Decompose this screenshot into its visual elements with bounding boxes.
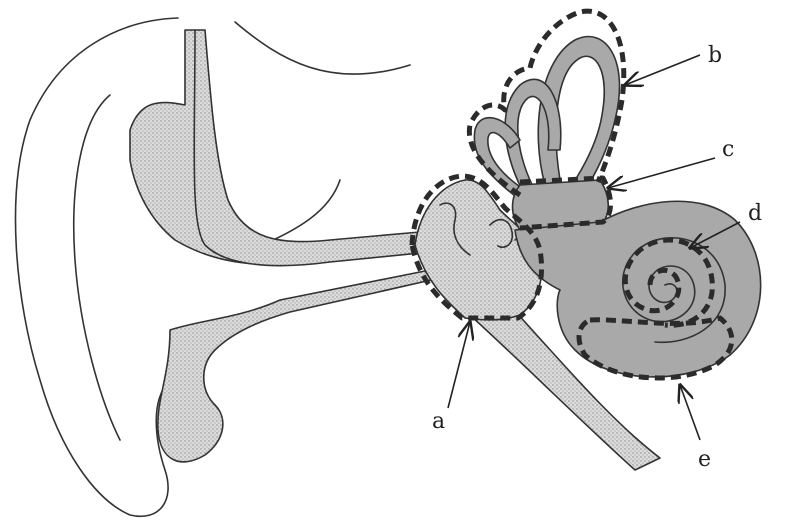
upper-cartilage — [130, 30, 420, 264]
arrow-b — [625, 55, 700, 85]
label-d: d — [748, 201, 762, 226]
lower-cartilage — [158, 270, 440, 462]
label-b: b — [708, 43, 722, 68]
label-a: a — [432, 409, 445, 434]
pinna-inner-fold — [235, 22, 410, 74]
arrow-e — [680, 385, 700, 440]
label-c: c — [722, 137, 734, 162]
label-e: e — [698, 447, 711, 472]
arrow-c — [608, 158, 715, 188]
pinna-helix-inner — [74, 95, 120, 440]
pinna-outline — [16, 18, 178, 516]
ear-canal — [194, 30, 432, 266]
arrow-a — [448, 322, 470, 408]
